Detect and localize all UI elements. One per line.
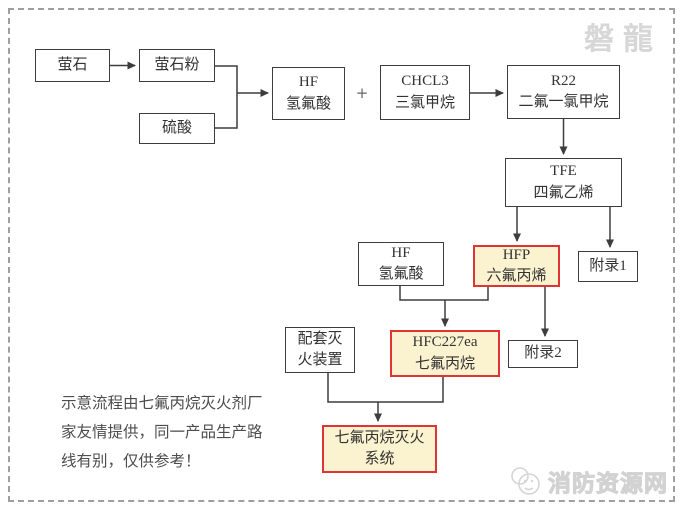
bottom-right-watermark: 消防资源网 (507, 464, 668, 498)
node-appendix-1: 附录1 (578, 251, 638, 282)
connector-equipment-hfc-merge (327, 373, 444, 403)
top-right-watermark: 磐龍 (584, 23, 662, 56)
plus-sign: + (355, 84, 369, 102)
node-r22: R22 二氟一氯甲烷 (507, 65, 620, 119)
connector-hf-hfp-merge (399, 286, 489, 301)
dashed-border (8, 8, 675, 502)
node-fluorite-powder: 萤石粉 (139, 49, 215, 82)
node-fluorite: 萤石 (35, 49, 110, 82)
node-hfc227ea: HFC227ea 七氟丙烷 (390, 330, 500, 377)
fire-resources-logo-icon (511, 467, 540, 495)
node-hf-1: HF 氢氟酸 (272, 67, 345, 120)
node-supporting-equipment: 配套灭 火装置 (285, 327, 355, 373)
connector-powder-sulfuric-merge (215, 65, 238, 129)
node-hfc-system: 七氟丙烷灭火 系统 (322, 425, 437, 473)
node-sulfuric-acid: 硫酸 (139, 113, 215, 144)
node-tfe: TFE 四氟乙烯 (505, 158, 622, 207)
disclaimer-note: 示意流程由七氟丙烷灭火剂厂 家友情提供，同一产品生产路 线有别，仅供参考！ (61, 395, 263, 470)
bottom-watermark-label: 消防资源网 (548, 471, 668, 497)
node-hfp: HFP 六氟丙烯 (473, 245, 560, 287)
node-appendix-2: 附录2 (508, 340, 578, 368)
node-chcl3: CHCL3 三氯甲烷 (380, 65, 470, 120)
node-hf-2: HF 氢氟酸 (358, 242, 444, 286)
